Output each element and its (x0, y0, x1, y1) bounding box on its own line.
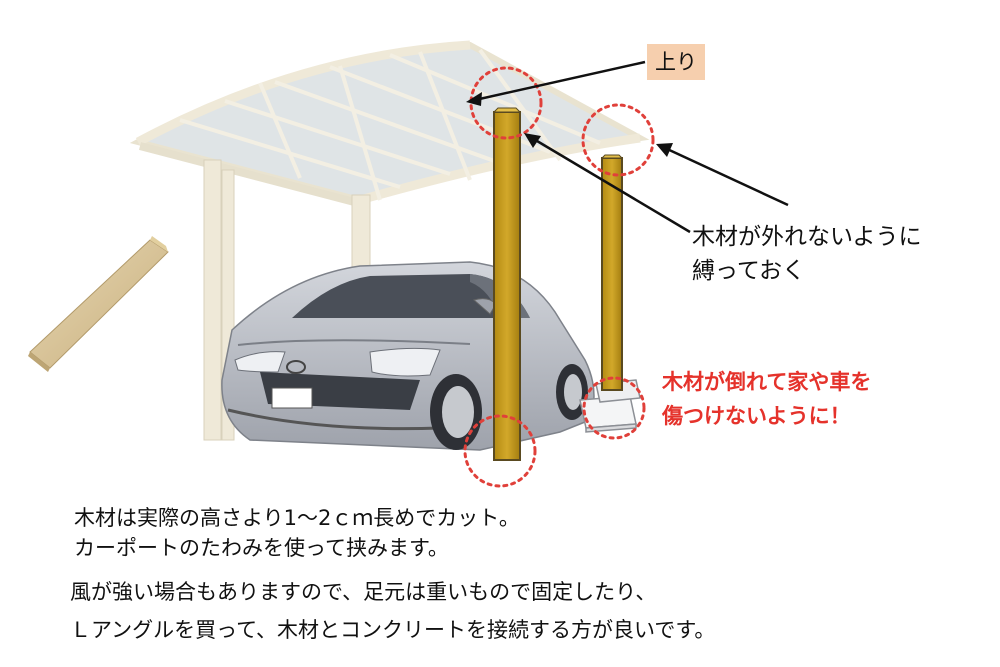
warning-line1: 木材が倒れて家や車を (662, 370, 872, 394)
warning-line2: 傷つけないように！ (662, 404, 851, 428)
wooden-post-rear (600, 154, 624, 391)
car (221, 261, 595, 451)
roof-contact-circle-rear (581, 103, 655, 177)
wooden-post-front (492, 107, 522, 461)
label-up: 上り (647, 44, 705, 80)
caption-line2: カーポートのたわみを使って挟みます。 (74, 536, 449, 560)
caption-line4: Ｌアングルを買って、木材とコンクリートを接続する方が良いです。 (70, 618, 716, 642)
caption-line3: 風が強い場合もありますので、足元は重いもので固定したり、 (70, 580, 657, 604)
tie-note-line2: 縛っておく (692, 258, 806, 284)
arrows (466, 60, 789, 234)
arrow-tie-rear (664, 146, 789, 207)
lumber-piece (28, 236, 169, 372)
arrow-tie-front (531, 136, 691, 234)
tie-note-line1: 木材が外れないように (692, 224, 922, 250)
roof-contact-circle-front (469, 66, 543, 140)
highlight-circles (463, 66, 655, 488)
arrow-up-label (474, 60, 646, 102)
caption-line1: 木材は実際の高さより1〜2ｃｍ長めでカット。 (74, 506, 520, 530)
post-base-circle (463, 414, 537, 488)
block-circle (582, 376, 646, 440)
